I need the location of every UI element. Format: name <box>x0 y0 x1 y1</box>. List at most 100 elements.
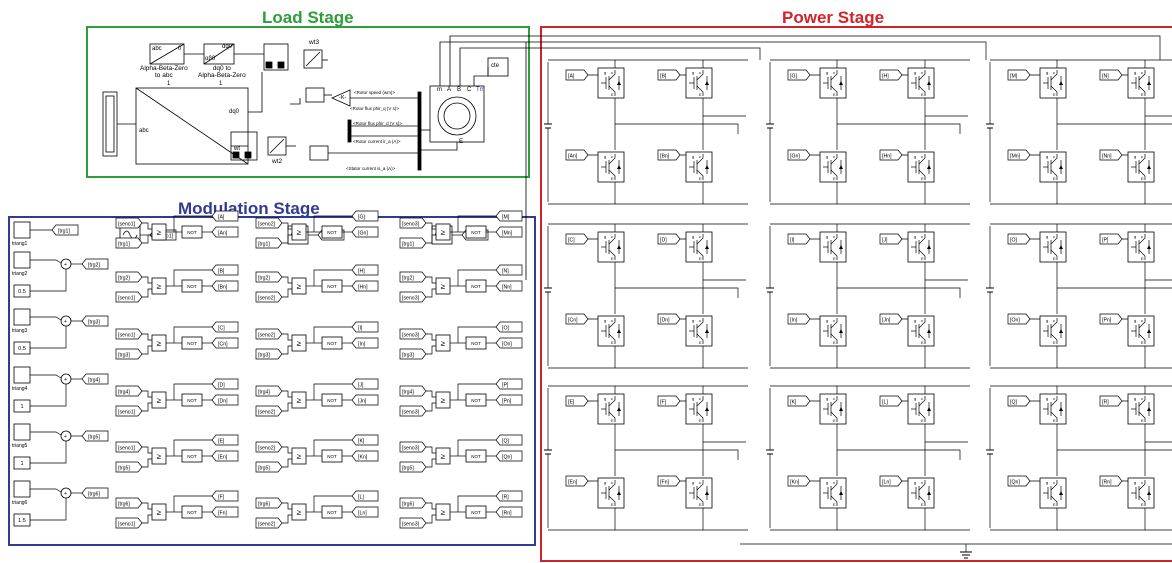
svg-text:g: g <box>1046 234 1048 239</box>
svg-text:g: g <box>914 396 916 401</box>
power-col3-row2-top2: [P] <box>1102 238 1109 244</box>
svg-text:c: c <box>611 480 613 485</box>
svg-text:E: E <box>699 176 702 181</box>
svg-text:E: E <box>833 418 836 423</box>
svg-text:c: c <box>699 396 701 401</box>
svg-text:c: c <box>833 154 835 159</box>
svg-text:c: c <box>1053 234 1055 239</box>
svg-text:E: E <box>699 256 702 261</box>
svg-text:g: g <box>826 154 828 159</box>
power-col1-row1-bot1: [An] <box>568 154 578 160</box>
svg-text:g: g <box>692 318 694 323</box>
svg-text:g: g <box>914 154 916 159</box>
svg-text:E: E <box>1053 502 1056 507</box>
power-col3-row3-bot1: [Qn] <box>1010 480 1020 486</box>
svg-text:g: g <box>604 396 606 401</box>
svg-text:c: c <box>1053 154 1055 159</box>
svg-text:g: g <box>692 234 694 239</box>
svg-text:g: g <box>692 154 694 159</box>
power-col1-row3-top2: [F] <box>660 400 667 406</box>
svg-text:g: g <box>604 318 606 323</box>
power-col2-row1-bot1: [Gn] <box>790 154 800 160</box>
svg-text:c: c <box>699 318 701 323</box>
svg-text:g: g <box>604 234 606 239</box>
svg-text:c: c <box>833 318 835 323</box>
svg-text:E: E <box>611 92 614 97</box>
svg-text:g: g <box>826 480 828 485</box>
svg-text:g: g <box>1046 480 1048 485</box>
power-col1-row1-top1: [A] <box>568 74 575 80</box>
svg-text:g: g <box>1046 70 1048 75</box>
svg-text:E: E <box>699 418 702 423</box>
power-col2-row1-bot2: [Hn] <box>882 154 892 160</box>
svg-text:E: E <box>833 176 836 181</box>
svg-text:g: g <box>692 480 694 485</box>
svg-text:E: E <box>1053 176 1056 181</box>
power-col1-row1-bot2: [Bn] <box>660 154 670 160</box>
svg-text:g: g <box>914 318 916 323</box>
svg-text:E: E <box>1141 502 1144 507</box>
power-col1-row1-top2: [B] <box>660 74 667 80</box>
svg-text:E: E <box>611 176 614 181</box>
svg-text:E: E <box>611 502 614 507</box>
svg-text:E: E <box>1053 340 1056 345</box>
svg-text:E: E <box>921 340 924 345</box>
svg-text:E: E <box>921 92 924 97</box>
svg-text:g: g <box>1134 70 1136 75</box>
svg-text:E: E <box>1053 92 1056 97</box>
svg-text:E: E <box>1141 418 1144 423</box>
svg-text:c: c <box>699 234 701 239</box>
svg-text:c: c <box>833 234 835 239</box>
svg-text:E: E <box>1141 340 1144 345</box>
svg-text:c: c <box>1141 396 1143 401</box>
power-col2-row1-top1: [G] <box>790 74 797 80</box>
svg-text:g: g <box>1134 234 1136 239</box>
svg-text:g: g <box>826 234 828 239</box>
svg-text:c: c <box>833 396 835 401</box>
svg-text:E: E <box>611 256 614 261</box>
svg-text:c: c <box>1141 154 1143 159</box>
svg-text:g: g <box>1134 396 1136 401</box>
power-col1-row3-bot1: [En] <box>568 480 578 486</box>
power-col2-row3-top1: [K] <box>790 400 797 406</box>
svg-text:c: c <box>699 154 701 159</box>
power-col3-row1-top2: [N] <box>1102 74 1109 80</box>
svg-text:c: c <box>611 318 613 323</box>
svg-text:g: g <box>826 70 828 75</box>
svg-text:c: c <box>1053 70 1055 75</box>
svg-text:c: c <box>1141 318 1143 323</box>
svg-text:c: c <box>1053 480 1055 485</box>
power-col3-row1-bot2: [Nn] <box>1102 154 1112 160</box>
svg-text:c: c <box>611 154 613 159</box>
svg-text:E: E <box>1141 256 1144 261</box>
svg-text:g: g <box>604 480 606 485</box>
svg-text:c: c <box>921 154 923 159</box>
svg-text:g: g <box>1134 318 1136 323</box>
svg-text:g: g <box>914 234 916 239</box>
svg-text:g: g <box>604 154 606 159</box>
power-col3-row1-top1: [M] <box>1010 74 1018 80</box>
svg-text:E: E <box>1053 418 1056 423</box>
svg-text:E: E <box>699 502 702 507</box>
svg-text:g: g <box>692 396 694 401</box>
svg-text:c: c <box>611 70 613 75</box>
power-col2-row2-bot2: [Jn] <box>882 318 891 324</box>
svg-text:c: c <box>921 396 923 401</box>
svg-text:c: c <box>833 480 835 485</box>
svg-text:E: E <box>833 340 836 345</box>
power-col2-row3-top2: [L] <box>882 400 888 406</box>
svg-text:E: E <box>1053 256 1056 261</box>
svg-text:c: c <box>921 234 923 239</box>
power-col3-row2-bot2: [Pn] <box>1102 318 1112 324</box>
svg-text:E: E <box>921 256 924 261</box>
svg-text:c: c <box>699 70 701 75</box>
svg-text:E: E <box>921 176 924 181</box>
svg-text:g: g <box>1046 154 1048 159</box>
svg-text:c: c <box>1141 234 1143 239</box>
svg-text:c: c <box>1141 70 1143 75</box>
power-col2-row3-bot2: [Ln] <box>882 480 891 486</box>
svg-text:g: g <box>692 70 694 75</box>
svg-text:g: g <box>1046 318 1048 323</box>
power-col2-row3-bot1: [Kn] <box>790 480 800 486</box>
power-col1-row2-bot1: [Cn] <box>568 318 578 324</box>
